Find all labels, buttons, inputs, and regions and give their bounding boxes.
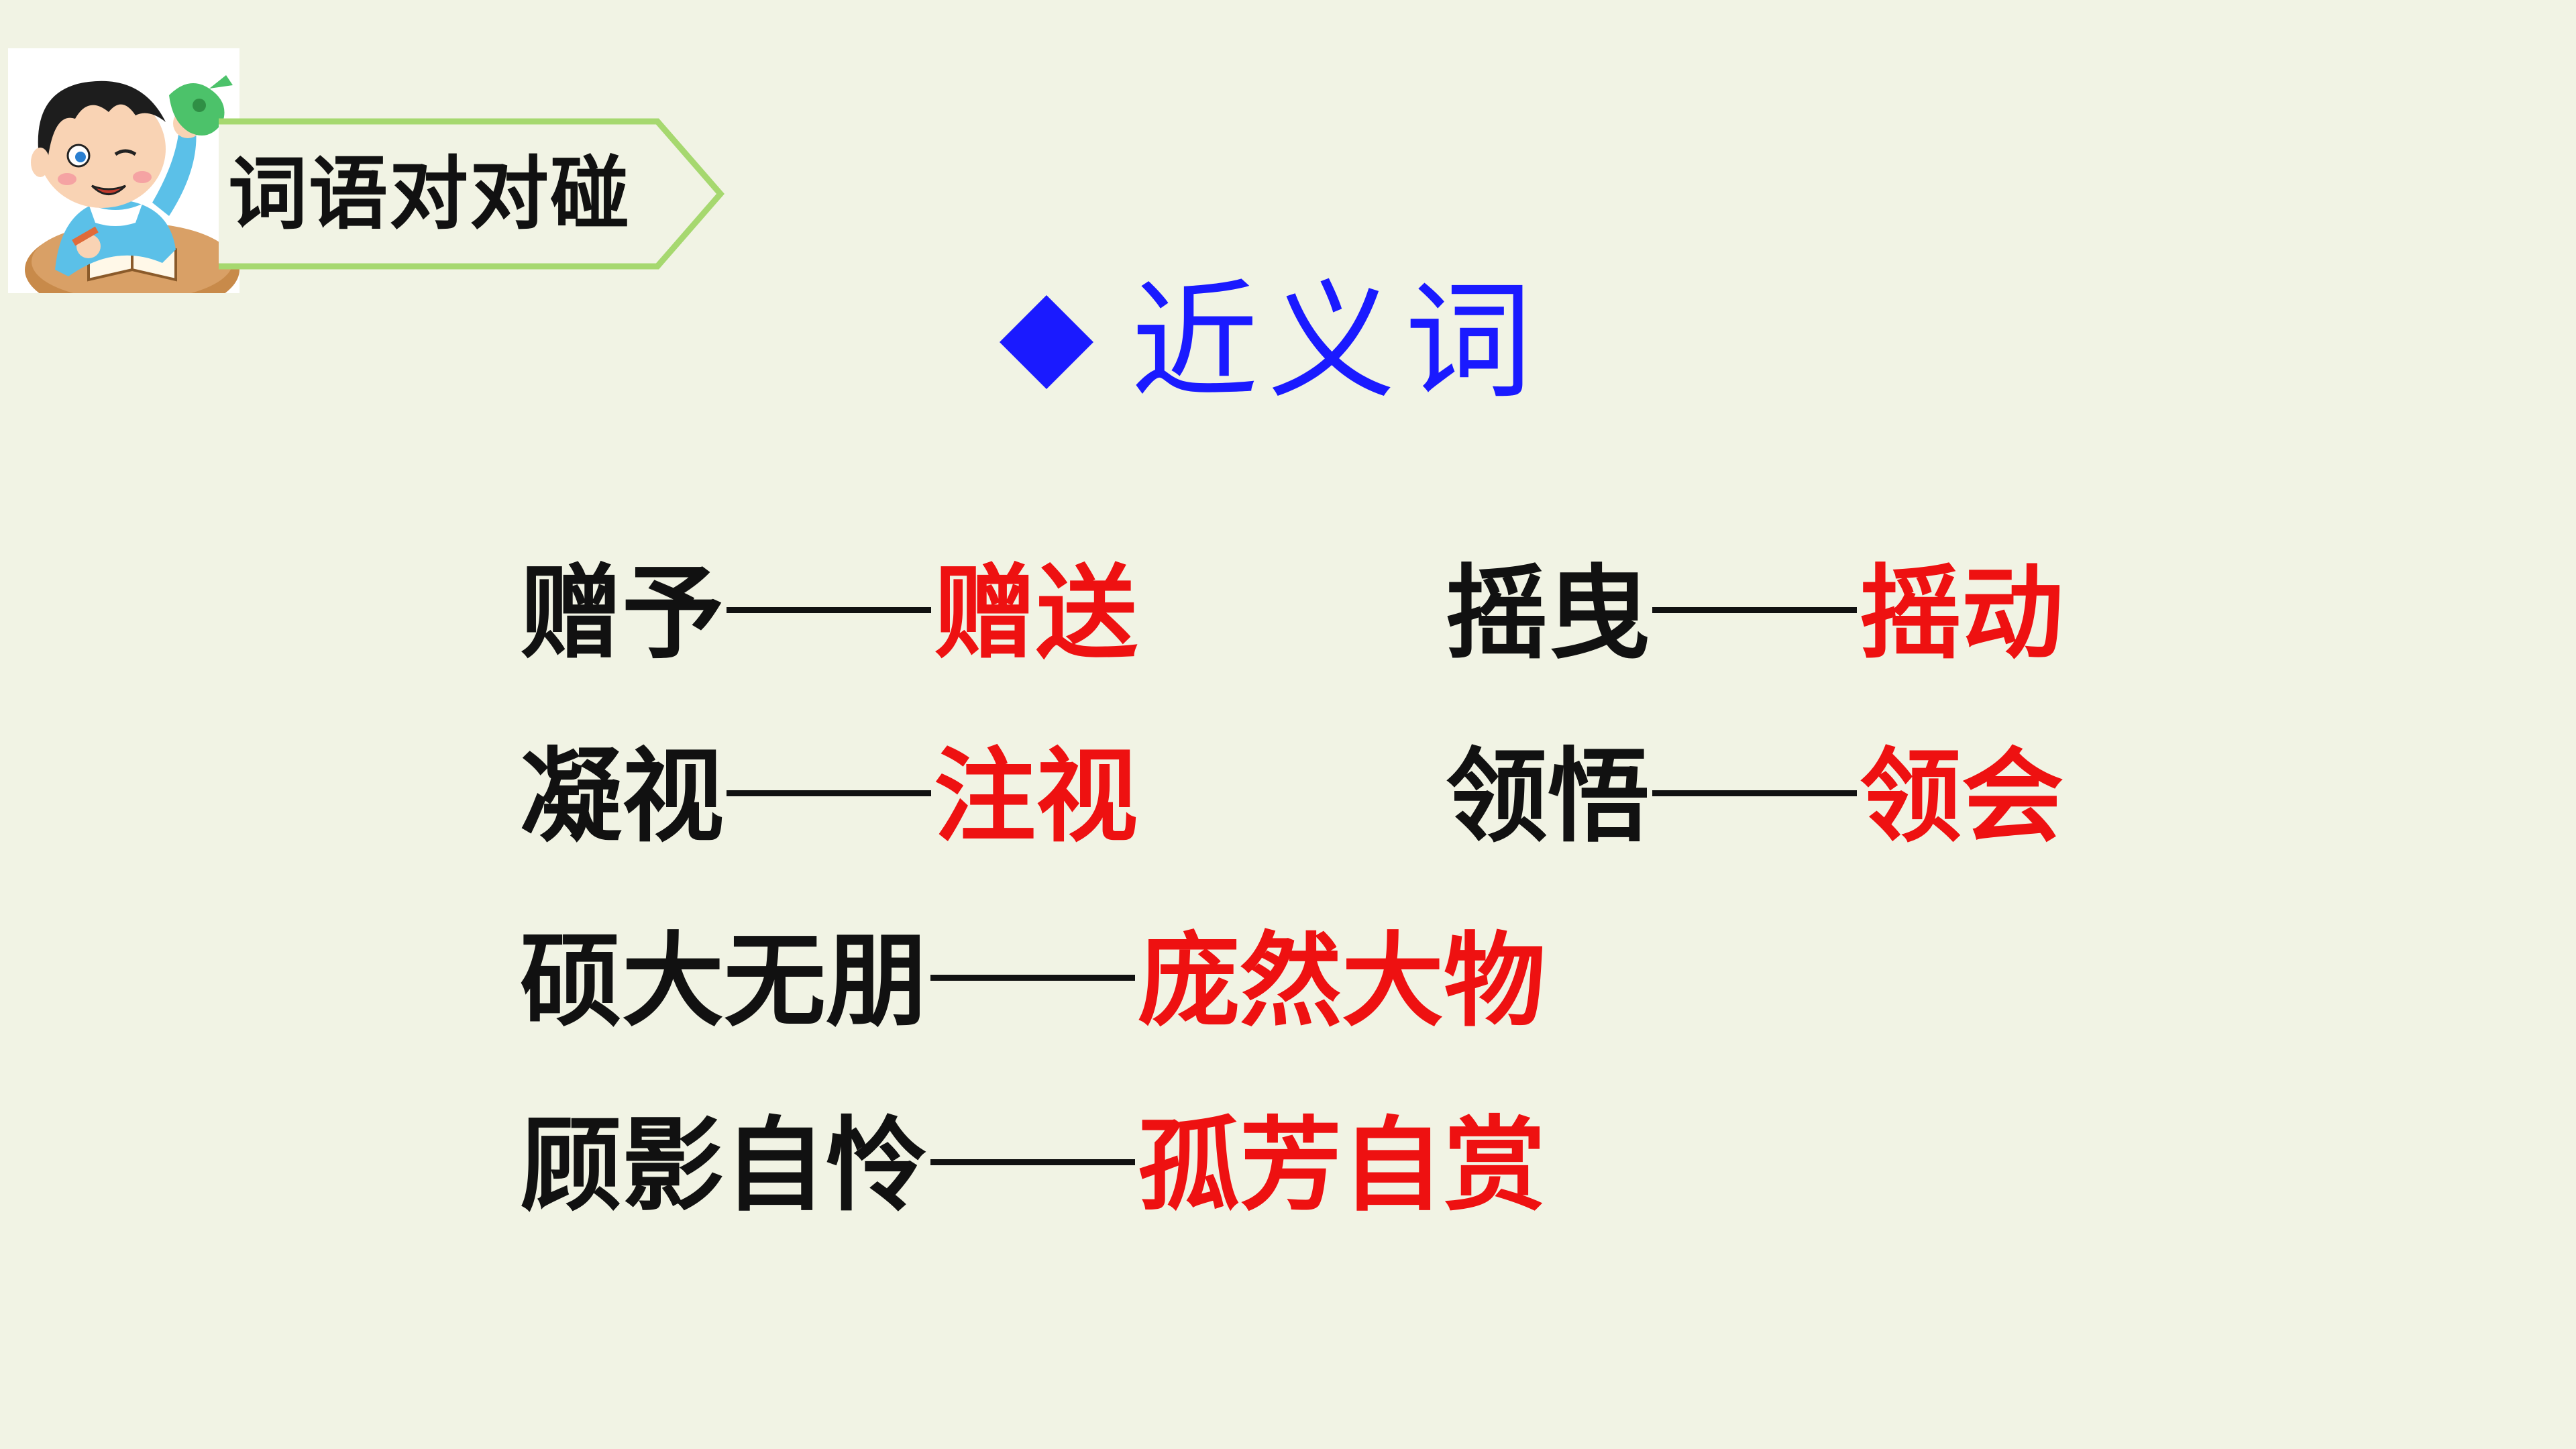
synonym-pair: 赠予 赠送 (520, 553, 1138, 674)
pair-dash (930, 974, 1135, 981)
pair-word: 顾影自怜 (520, 1106, 928, 1225)
pair-word: 硕大无朋 (520, 922, 928, 1040)
pair-dash (727, 790, 931, 796)
section-title-text: 近义词 (1131, 268, 1542, 416)
pair-word: 赠予 (520, 554, 724, 673)
pair-synonym: 注视 (934, 737, 1138, 856)
synonym-pair: 顾影自怜 孤芳自赏 (520, 1106, 1546, 1226)
pair-dash (1652, 790, 1857, 796)
header-tag-label: 词语对对碰 (228, 148, 631, 240)
synonym-pair: 凝视 注视 (520, 737, 1138, 857)
pair-synonym: 摇动 (1860, 554, 2063, 673)
synonym-pair: 硕大无朋 庞然大物 (520, 921, 1546, 1042)
pair-dash (930, 1159, 1135, 1165)
pair-word: 领悟 (1446, 737, 1650, 856)
header-tag: 词语对对碰 (215, 117, 724, 270)
pair-dash (727, 606, 931, 613)
synonym-pair: 领悟 领会 (1446, 737, 2063, 857)
pair-dash (1652, 606, 1857, 613)
pair-synonym: 孤芳自赏 (1138, 1106, 1546, 1225)
diamond-bullet-icon (1000, 295, 1093, 389)
pair-synonym: 赠送 (934, 554, 1138, 673)
synonym-pair: 摇曳 摇动 (1446, 553, 2063, 674)
pair-word: 凝视 (520, 737, 724, 856)
pair-synonym: 庞然大物 (1138, 922, 1546, 1040)
mascot-boy-illustration (8, 48, 239, 293)
pair-word: 摇曳 (1446, 554, 1650, 673)
section-title: 近义词 (1000, 275, 1542, 409)
pair-synonym: 领会 (1860, 737, 2063, 856)
